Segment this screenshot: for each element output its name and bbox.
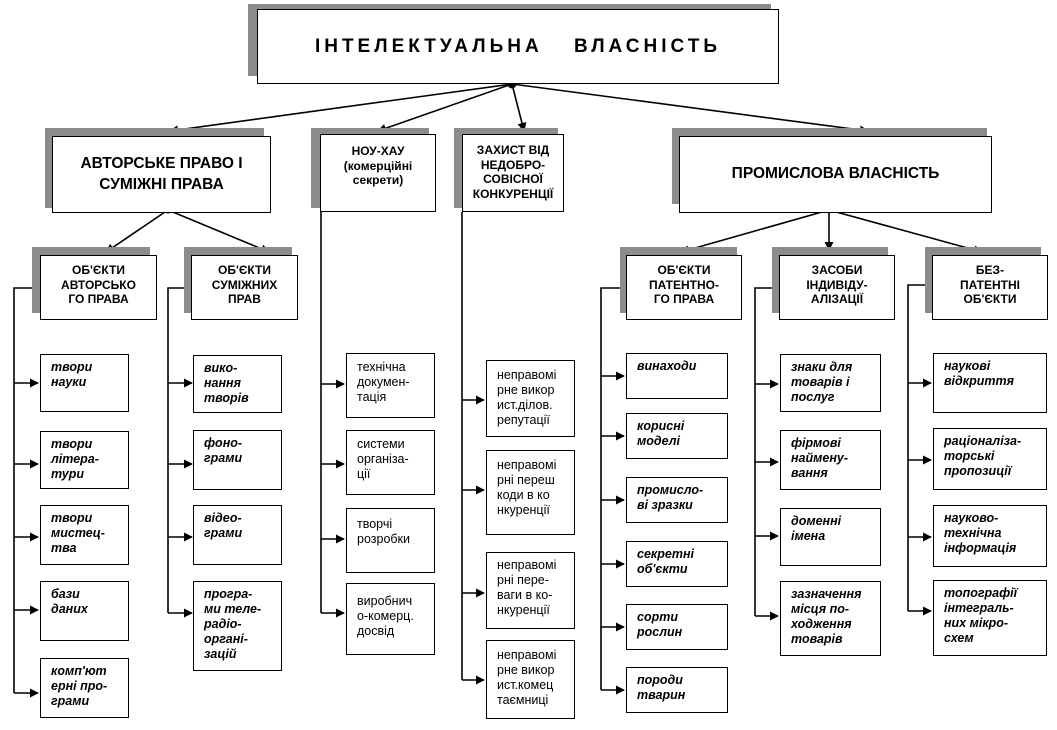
industrial-box: ПРОМИСЛОВА ВЛАСНІСТЬ [679, 136, 992, 213]
knowhow-item-org-systems: системи організа- ції [346, 430, 435, 495]
nonpatent-item-topographies: топографії інтеграль- них мікро- схем [933, 580, 1047, 656]
individualization-box: ЗАСОБИ ІНДИВІДУ- АЛІЗАЦІЇ [779, 255, 895, 320]
indiv-item-trade-names: фірмові наймену- вання [780, 430, 881, 490]
knowhow-item-documentation: технічна докумен- тація [346, 353, 435, 418]
related-item-performances: вико- нання творів [193, 355, 282, 413]
nonpatent-item-discoveries: наукові відкриття [933, 353, 1047, 413]
knowhow-item-experience: виробнич о-комерц. досвід [346, 583, 435, 655]
related-item-phonograms: фоно- грами [193, 430, 282, 490]
nonpatent-item-rationalization: раціоналіза- торські пропозиції [933, 428, 1047, 490]
patent-item-utility-models: корисні моделі [626, 413, 728, 459]
indiv-item-trademarks: знаки для товарів і послуг [780, 354, 881, 412]
patent-item-plant-varieties: сорти рослин [626, 604, 728, 650]
related-objects-box: ОБ'ЄКТИ СУМІЖНИХ ПРАВ [191, 255, 298, 320]
copyright-item-software: комп'ют ерні про- грами [40, 658, 129, 718]
patent-item-inventions: винаходи [626, 353, 728, 399]
patent-item-industrial-designs: промисло- ві зразки [626, 477, 728, 523]
unfair-item-secrets: неправомі рне викор ист.комец таємниці [486, 640, 575, 719]
copyright-objects-box: ОБ'ЄКТИ АВТОРСЬКО ГО ПРАВА [40, 255, 157, 320]
related-item-videograms: відео- грами [193, 505, 282, 565]
unfair-item-reputation: неправомі рне викор ист.ділов. репутації [486, 360, 575, 437]
indiv-item-geo-indications: зазначення місця по- ходження товарів [780, 581, 881, 656]
copyright-item-literature: твори літера- тури [40, 431, 129, 489]
nonpatent-item-sci-tech-info: науково- технічна інформація [933, 505, 1047, 567]
copyright-item-databases: бази даних [40, 581, 129, 641]
related-item-broadcasts: програ- ми теле- радіо- органi- зацій [193, 581, 282, 671]
copyright-item-art: твори мистец- тва [40, 505, 129, 565]
title-box: ІНТЕЛЕКТУАЛЬНА ВЛАСНІСТЬ [257, 9, 779, 84]
nonpatent-box: БЕЗ- ПАТЕНТНІ ОБ'ЄКТИ [932, 255, 1048, 320]
patent-item-secret-objects: секретні об'єкти [626, 541, 728, 587]
knowhow-item-creative: творчі розробки [346, 508, 435, 573]
unfair-item-obstacles: неправомі рні переш коди в ко нкуренції [486, 450, 575, 535]
unfair-item-advantages: неправомі рні пере- ваги в ко- нкуренції [486, 552, 575, 629]
copyright-item-science: твори науки [40, 354, 129, 412]
patent-objects-box: ОБ'ЄКТИ ПАТЕНТНО- ГО ПРАВА [626, 255, 742, 320]
unfair-competition-box: ЗАХИСТ ВІД НЕДОБРО- СОВІСНОЇ КОНКУРЕНЦІЇ [462, 134, 564, 212]
copyright-box: АВТОРСЬКЕ ПРАВО І СУМІЖНІ ПРАВА [52, 136, 271, 213]
patent-item-animal-breeds: породи тварин [626, 667, 728, 713]
knowhow-box: НОУ-ХАУ (комерційні секрети) [320, 134, 436, 212]
indiv-item-domain-names: доменні імена [780, 508, 881, 566]
